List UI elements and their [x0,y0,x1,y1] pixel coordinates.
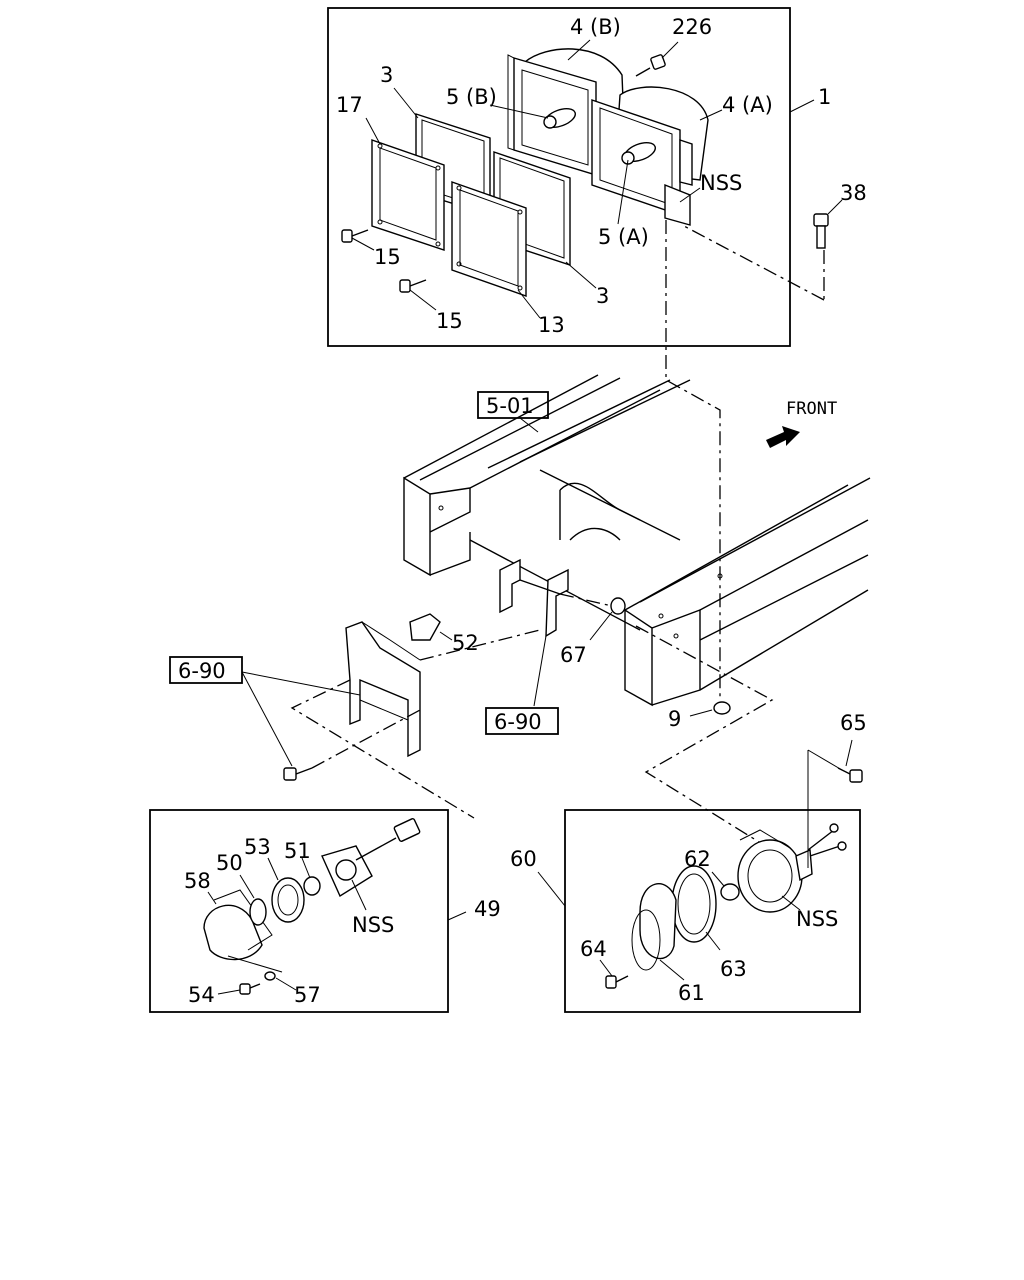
frame-rails [403,374,871,707]
callout-4b: 4 (B) [570,15,621,39]
screw-64 [605,975,629,989]
callout-3-lower: 3 [596,284,609,308]
callout-65: 65 [840,711,867,735]
callout-3-upper: 3 [380,63,393,87]
bulb-5b [543,108,576,129]
callout-62: 62 [684,847,711,871]
callout-13: 13 [538,313,565,337]
lens-13 [451,181,527,297]
socket-nss [321,818,421,898]
gasket-53 [271,877,305,923]
callout-50: 50 [216,851,243,875]
callout-nss-left: NSS [352,913,394,937]
license-lamp-box [149,809,449,1013]
bracket-license-lamp [345,613,541,758]
callout-17: 17 [336,93,363,117]
lens-50 [249,898,267,926]
callout-54: 54 [188,983,215,1007]
lens-61 [631,883,677,971]
callout-49: 49 [474,897,501,921]
screw-15-lower [399,279,427,293]
callout-38: 38 [840,181,867,205]
marker-lamp-box [564,809,861,1013]
callout-nss-top: NSS [700,171,742,195]
ref-6-90-left-label: 6-90 [178,659,226,683]
ref-6-90-right-label: 6-90 [494,710,542,734]
tail-lamp-assembly-group [327,7,843,347]
callout-64: 64 [580,937,607,961]
marker-lamp-group [537,739,863,1013]
callout-61: 61 [678,981,705,1005]
callout-9: 9 [668,707,681,731]
callout-52: 52 [452,631,479,655]
front-label: FRONT [786,399,837,419]
screw-15-upper [341,229,369,243]
front-arrow-icon [766,426,800,448]
callout-58: 58 [184,869,211,893]
bolt-38 [813,213,829,249]
callout-5a: 5 (A) [598,225,649,249]
license-lamp-group [149,809,467,1013]
screw-54 [239,983,261,995]
callout-5b: 5 (B) [446,85,497,109]
callout-1: 1 [818,85,831,109]
ref-bracket-6-90-right [485,707,559,735]
bolt-226 [635,54,666,77]
callout-15-upper: 15 [374,245,401,269]
callout-53: 53 [244,835,271,859]
callout-57: 57 [294,983,321,1007]
tail-lamp-box [327,7,791,347]
bulb-5a [621,142,656,165]
callout-63: 63 [720,957,747,981]
callout-226: 226 [672,15,712,39]
lens-17 [371,139,445,251]
nut-9 [689,701,731,717]
callout-15-lower: 15 [436,309,463,333]
bracket-6-90-center [499,558,613,707]
callout-67: 67 [560,643,587,667]
callout-60: 60 [510,847,537,871]
bolt-6-90-left [283,767,313,781]
ref-frame-5-01 [477,391,549,433]
callout-nss-right: NSS [796,907,838,931]
ref-bracket-6-90-left [169,656,361,767]
lamp-body-nss [737,823,847,913]
bulb-51 [303,876,321,896]
ref-5-01-label: 5-01 [486,394,534,418]
gasket-63 [671,865,717,943]
washer-57 [264,971,276,981]
nut-67 [589,597,626,641]
bulb-62 [720,883,740,901]
callout-4a: 4 (A) [722,93,773,117]
callout-51: 51 [284,839,311,863]
